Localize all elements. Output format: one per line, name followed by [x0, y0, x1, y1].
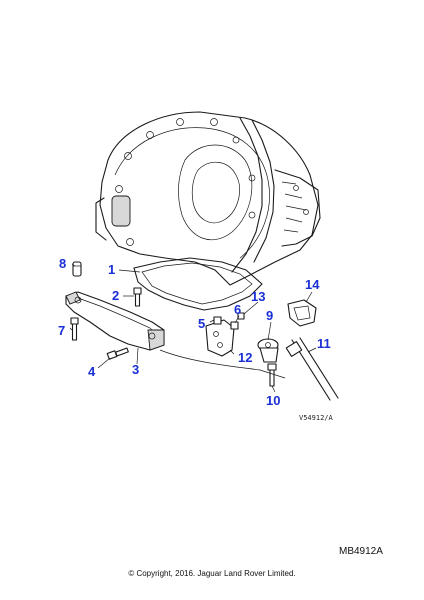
nut-13-drawing	[237, 312, 245, 320]
callout-11: 11	[317, 336, 331, 351]
callout-7: 7	[58, 323, 65, 338]
oil-pan-gasket-drawing	[133, 257, 263, 311]
callout-3: 3	[132, 362, 139, 377]
cable-drawing	[285, 337, 339, 401]
nut-5-drawing	[213, 316, 222, 325]
callout-8: 8	[59, 256, 66, 271]
copyright-notice: © Copyright, 2016. Jaguar Land Rover Lim…	[128, 569, 296, 578]
callout-10: 10	[266, 393, 280, 408]
callout-1: 1	[108, 262, 115, 277]
cross-member-drawing	[65, 291, 165, 351]
illustration-reference: V54912/A	[299, 414, 333, 422]
callout-5: 5	[198, 316, 205, 331]
connector-drawing	[287, 299, 317, 327]
bolt-7-drawing	[70, 317, 79, 341]
fluid-line-drawing	[159, 349, 286, 379]
mounting-bracket-drawing	[205, 312, 245, 357]
callout-12: 12	[238, 350, 252, 365]
callout-labels: 1 2 3 4 5 6 7 8 9 10 11 12 13 14	[58, 256, 331, 408]
sensor-assembly-drawing	[257, 338, 279, 363]
callout-9: 9	[266, 308, 273, 323]
leader-lines	[69, 263, 317, 393]
bolt-2-drawing	[133, 287, 142, 307]
callout-2: 2	[112, 288, 119, 303]
callout-14: 14	[305, 277, 320, 292]
bolt-4-drawing	[106, 347, 129, 360]
dowel-pin-drawing	[72, 261, 82, 277]
callout-4: 4	[88, 364, 96, 379]
nut-6-drawing	[230, 321, 239, 330]
callout-6: 6	[234, 302, 241, 317]
diagram-code: MB4912A	[339, 546, 383, 557]
transmission-housing-drawing	[95, 111, 321, 286]
callout-13: 13	[251, 289, 265, 304]
